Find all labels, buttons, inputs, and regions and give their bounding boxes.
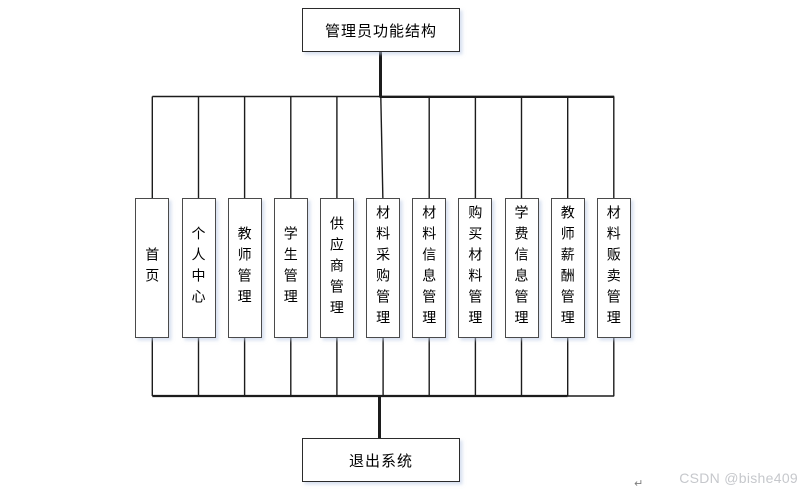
node-label: 供应商管理 [328, 215, 345, 321]
diagram-node-home: 首页 [135, 198, 170, 338]
node-label: 购买材料管理 [467, 205, 484, 331]
root-node-label: 管理员功能结构 [324, 22, 437, 40]
node-label: 教师薪酬管理 [559, 205, 576, 331]
diagram-node-material-info-mgmt: 材料信息管理 [412, 198, 447, 338]
csdn-watermark: CSDN @bishe409 [679, 470, 798, 486]
node-label: 材料信息管理 [421, 205, 438, 331]
node-label: 材料贩卖管理 [605, 205, 622, 331]
node-label: 材料采购管理 [375, 205, 392, 331]
diagram-node-teacher-salary-mgmt: 教师薪酬管理 [550, 198, 585, 338]
paragraph-return-icon: ↵ [634, 478, 644, 490]
diagram-node-material-purchase-mgmt: 材料采购管理 [366, 198, 401, 338]
diagram-node-root: 管理员功能结构 [302, 8, 460, 52]
node-label: 教师管理 [236, 226, 253, 310]
diagram-node-personal-center: 个人中心 [181, 198, 216, 338]
node-label: 个人中心 [190, 226, 207, 310]
diagram-node-supplier-mgmt: 供应商管理 [319, 198, 354, 338]
node-label: 首页 [144, 247, 161, 289]
diagram-node-material-sale-mgmt: 材料贩卖管理 [596, 198, 631, 338]
node-label: 学生管理 [282, 226, 299, 310]
node-label: 学费信息管理 [513, 205, 530, 331]
exit-node-label: 退出系统 [348, 452, 413, 470]
diagram-node-student-mgmt: 学生管理 [273, 198, 308, 338]
diagram-node-tuition-info-mgmt: 学费信息管理 [504, 198, 539, 338]
diagram-node-buy-material-mgmt: 购买材料管理 [458, 198, 493, 338]
diagram-node-exit-system: 退出系统 [302, 438, 460, 482]
diagram-node-teacher-mgmt: 教师管理 [227, 198, 262, 338]
